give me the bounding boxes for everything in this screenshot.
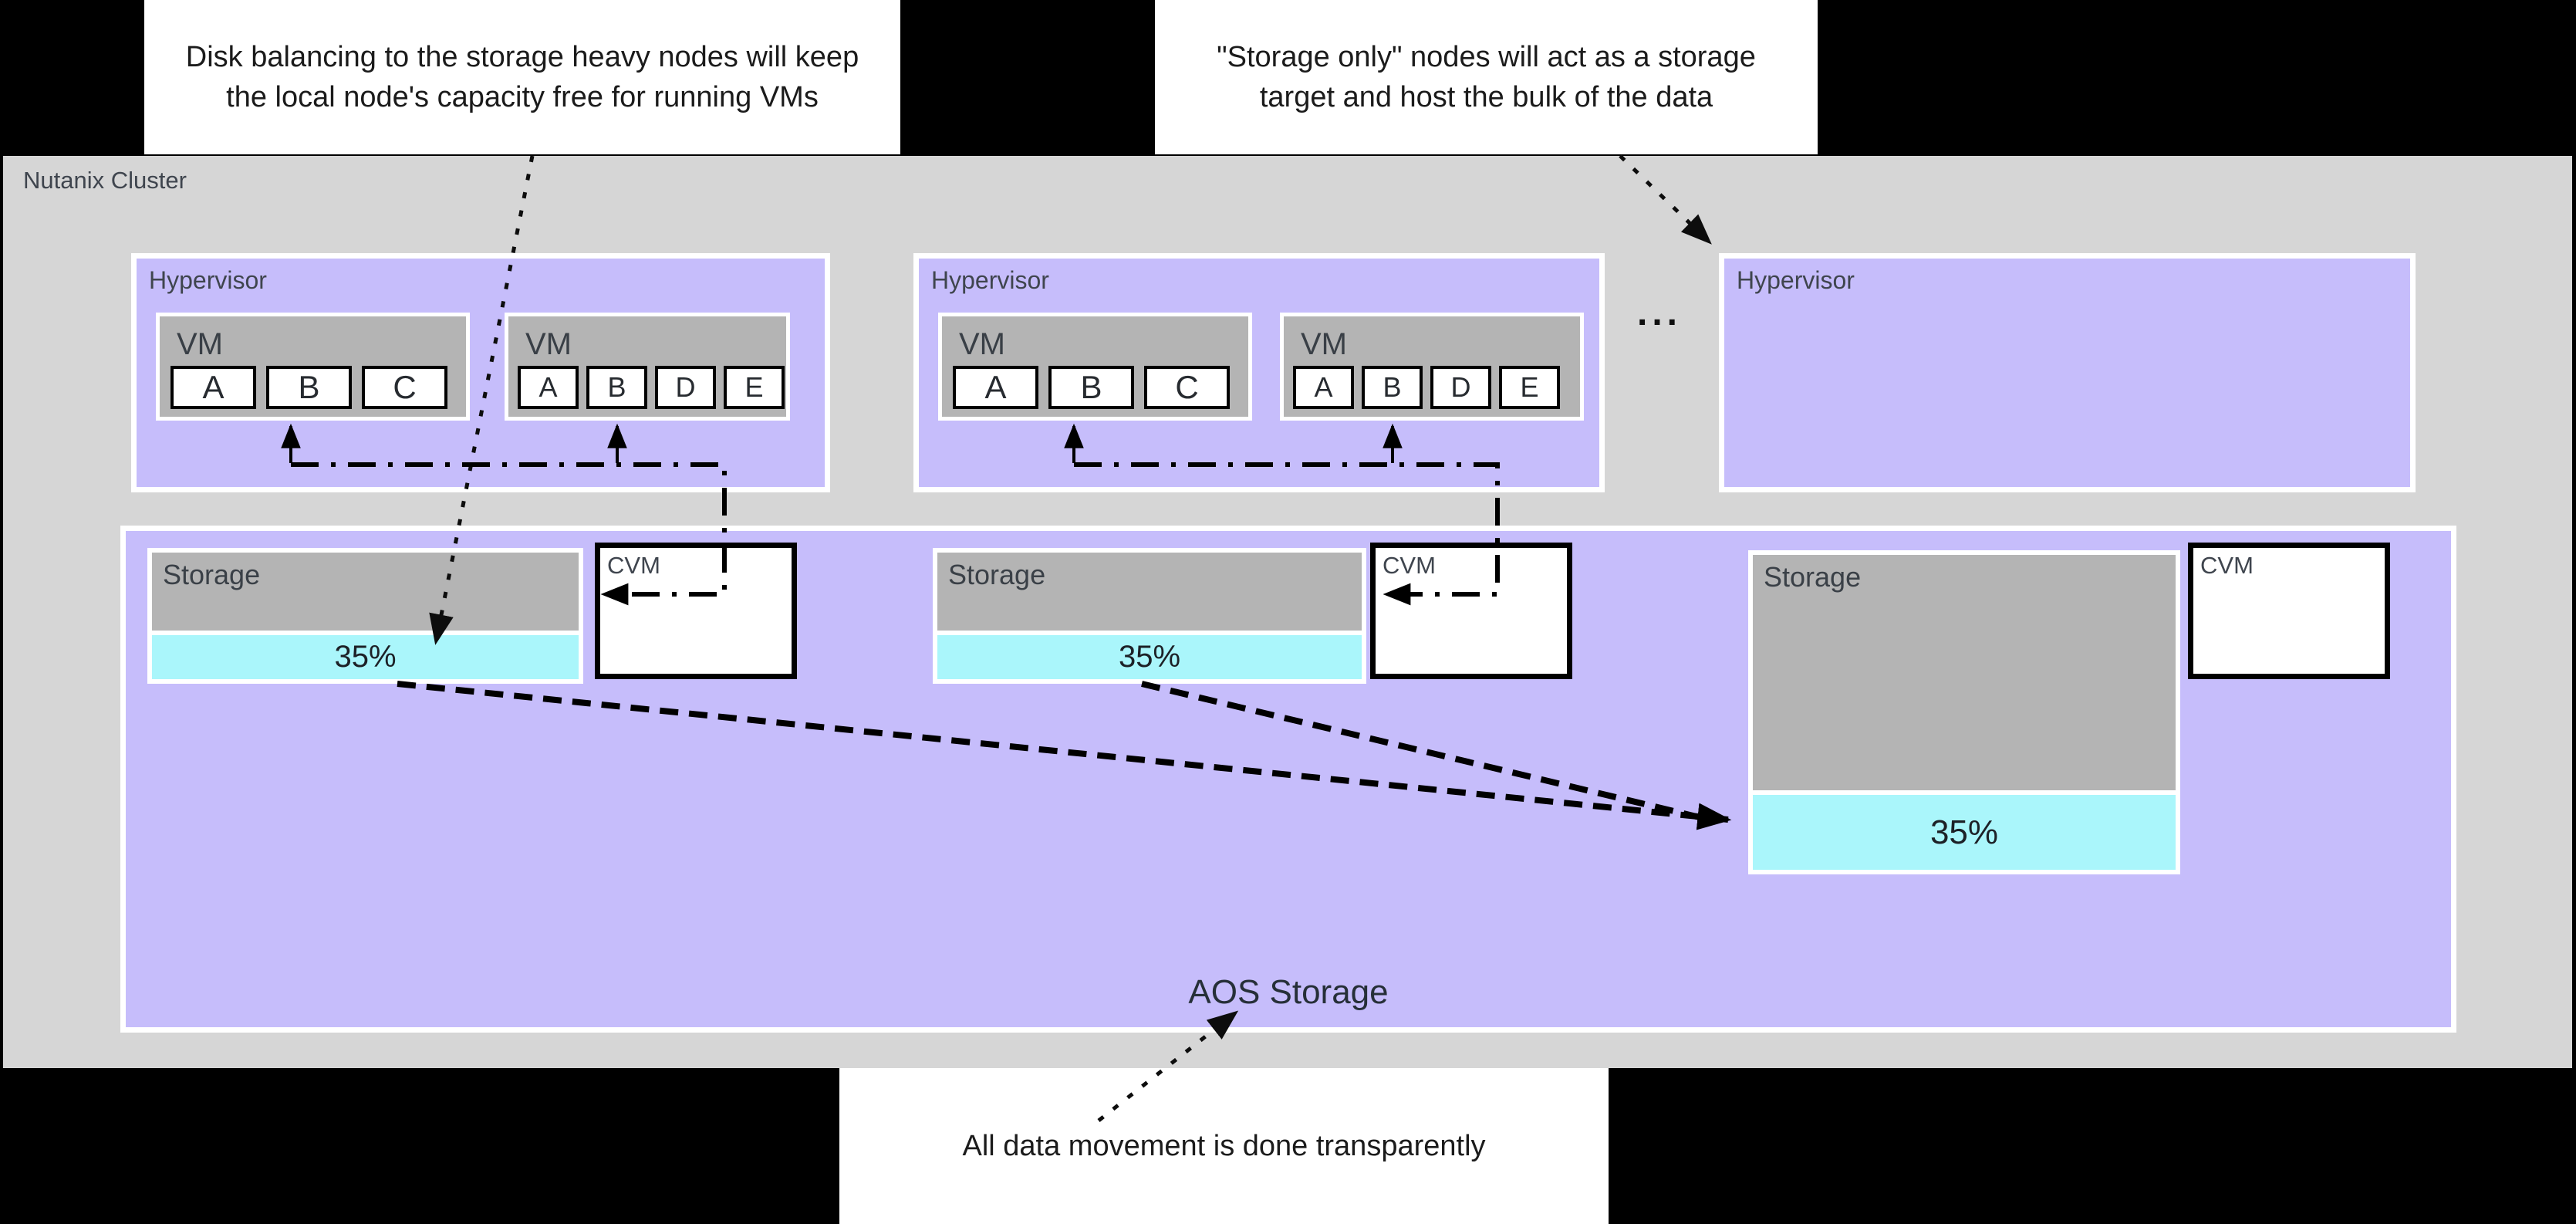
vm-label: VM	[959, 327, 1005, 361]
disk-e: E	[1499, 366, 1560, 409]
disk-b: B	[266, 366, 352, 409]
callout-disk-balancing-text: Disk balancing to the storage heavy node…	[185, 41, 859, 113]
usage-bar: 35%	[1753, 795, 2176, 870]
cluster-label: Nutanix Cluster	[23, 167, 187, 194]
disk-b: B	[1362, 366, 1423, 409]
hypervisor-box-2: Hypervisor VM A B C VM A B D E	[913, 253, 1605, 492]
cvm-label: CVM	[2200, 552, 2254, 579]
disk-row: A B C	[953, 366, 1230, 409]
callout-storage-only-text: "Storage only" nodes will act as a stora…	[1217, 41, 1756, 113]
storage-node-2: Storage 35%	[933, 548, 1366, 684]
vm-box-4: VM A B D E	[1280, 313, 1584, 421]
disk-d: D	[1430, 366, 1491, 409]
storage-node-3: Storage 35%	[1748, 550, 2180, 874]
hypervisor-label: Hypervisor	[931, 266, 1049, 294]
storage-box: Storage	[1753, 555, 2176, 790]
callout-storage-only: "Storage only" nodes will act as a stora…	[1155, 0, 1818, 154]
vm-box-1: VM A B C	[156, 313, 470, 421]
aos-storage-box: Storage 35% CVM Storage 35% CVM Storage	[120, 526, 2456, 1033]
storage-box: Storage	[152, 553, 579, 631]
callout-data-movement: All data movement is done transparently	[839, 1068, 1609, 1224]
disk-a: A	[170, 366, 256, 409]
disk-a: A	[953, 366, 1038, 409]
cvm-box-1: CVM	[595, 543, 797, 679]
disk-a: A	[1293, 366, 1354, 409]
cvm-label: CVM	[607, 552, 660, 579]
hypervisor-label: Hypervisor	[149, 266, 267, 294]
more-nodes-ellipsis: ...	[1637, 292, 1683, 333]
disk-row: A B D E	[1293, 366, 1560, 409]
storage-label: Storage	[948, 559, 1046, 590]
disk-e: E	[724, 366, 785, 409]
disk-d: D	[655, 366, 716, 409]
storage-label: Storage	[163, 559, 261, 590]
vm-box-2: VM A B D E	[505, 313, 790, 421]
hypervisor-box-1: Hypervisor VM A B C VM A B D E	[131, 253, 830, 492]
aos-storage-label: AOS Storage	[1188, 973, 1389, 1011]
storage-label: Storage	[1764, 561, 1862, 593]
vm-label: VM	[525, 327, 572, 361]
disk-c: C	[362, 366, 447, 409]
disk-row: A B C	[170, 366, 447, 409]
disk-c: C	[1144, 366, 1230, 409]
vm-box-3: VM A B C	[938, 313, 1252, 421]
usage-bar: 35%	[152, 635, 579, 679]
hypervisor-label: Hypervisor	[1737, 266, 1855, 294]
callout-disk-balancing: Disk balancing to the storage heavy node…	[144, 0, 900, 154]
usage-bar: 35%	[937, 635, 1362, 679]
disk-row: A B D E	[518, 366, 785, 409]
vm-label: VM	[1301, 327, 1347, 361]
cvm-label: CVM	[1383, 552, 1436, 579]
nutanix-cluster-box: Nutanix Cluster Hypervisor VM A B C VM A…	[3, 156, 2572, 1068]
disk-b: B	[1048, 366, 1134, 409]
vm-label: VM	[177, 327, 223, 361]
cvm-box-3: CVM	[2188, 543, 2390, 679]
disk-b: B	[586, 366, 647, 409]
hypervisor-box-3: Hypervisor	[1719, 253, 2416, 492]
storage-box: Storage	[937, 553, 1362, 631]
callout-data-movement-text: All data movement is done transparently	[962, 1130, 1486, 1162]
cvm-box-2: CVM	[1370, 543, 1572, 679]
storage-node-1: Storage 35%	[147, 548, 583, 684]
disk-a: A	[518, 366, 579, 409]
